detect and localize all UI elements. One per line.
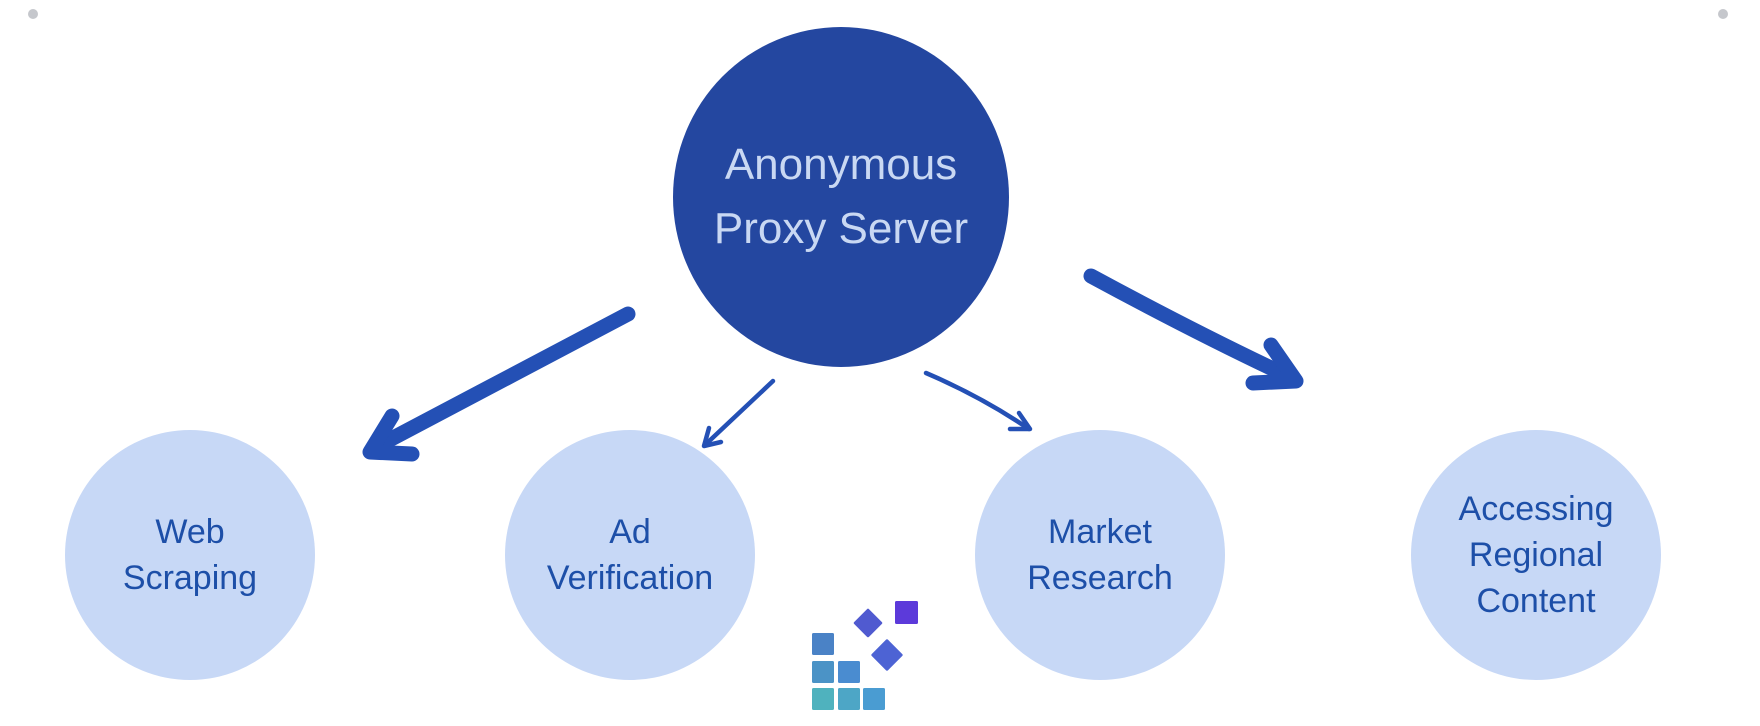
node-label-line: Web	[155, 513, 225, 551]
node-ad-verification: Ad Verification	[505, 430, 755, 680]
node-label-line: Regional	[1468, 536, 1604, 574]
logo-grid-square	[838, 688, 860, 710]
corner-dot-left	[28, 9, 38, 19]
node-label-line: Scraping	[122, 559, 258, 597]
arrow-to-accessing-regional-content	[1083, 268, 1304, 391]
logo-grid-square	[812, 661, 834, 683]
corner-dot-right	[1718, 9, 1728, 19]
node-anonymous-proxy-server: Anonymous Proxy Server	[673, 27, 1009, 367]
node-label-line: Content	[1476, 582, 1596, 620]
node-web-scraping: Web Scraping	[65, 430, 315, 680]
logo-accent-square	[895, 601, 918, 624]
node-label-line: Verification	[546, 559, 714, 597]
node-label-line: Research	[1027, 559, 1173, 597]
arrow-to-ad-verification	[701, 378, 776, 449]
center-node-label-line: Proxy Server	[713, 204, 969, 253]
squares-logo	[812, 601, 918, 710]
arrow-to-web-scraping	[362, 306, 636, 462]
logo-grid-square	[812, 688, 834, 710]
node-market-research: Market Research	[975, 430, 1225, 680]
arrow-to-market-research	[923, 370, 1033, 432]
logo-diamond-square	[871, 639, 903, 671]
node-label-line: Accessing	[1458, 490, 1614, 528]
node-label-line: Market	[1048, 513, 1152, 551]
center-node-label-line: Anonymous	[724, 140, 958, 189]
logo-grid-square	[863, 688, 885, 710]
node-accessing-regional-content: Accessing Regional Content	[1411, 430, 1661, 680]
logo-grid-square	[812, 633, 834, 655]
logo-grid-square	[838, 661, 860, 683]
node-label-line: Ad	[609, 513, 651, 551]
logo-diamond-square	[853, 608, 883, 638]
